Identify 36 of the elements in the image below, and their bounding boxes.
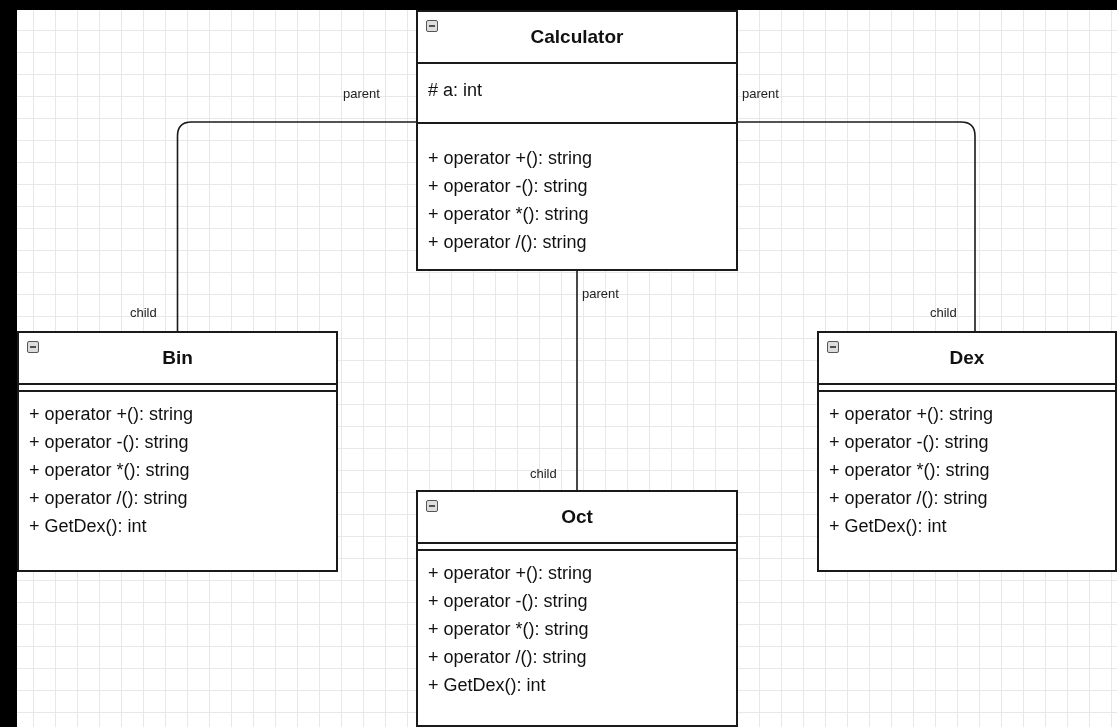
role-label: parent	[582, 286, 619, 301]
role-label: parent	[343, 86, 380, 101]
class-box	[416, 10, 738, 271]
method-text: + operator *(): string	[28, 459, 191, 482]
method-text: + GetDex(): int	[427, 674, 547, 697]
association-line	[176, 121, 417, 332]
class-name: Dex	[948, 347, 986, 369]
class-box	[416, 490, 738, 727]
role-label: child	[530, 466, 557, 481]
method-text: + operator +(): string	[828, 403, 995, 426]
method-text: + operator +(): string	[427, 147, 594, 170]
class-name: Bin	[161, 347, 194, 369]
method-text: + operator /(): string	[427, 646, 588, 669]
class-box	[17, 331, 338, 572]
method-text: + operator +(): string	[427, 562, 594, 585]
method-text: + operator *(): string	[427, 203, 590, 226]
class-name: Oct	[560, 506, 594, 528]
method-text: + operator /(): string	[28, 487, 189, 510]
attribute-text: # a: int	[427, 79, 484, 102]
association-line	[576, 270, 578, 491]
method-text: + GetDex(): int	[828, 515, 948, 538]
class-name: Calculator	[529, 26, 625, 48]
method-text: + GetDex(): int	[28, 515, 148, 538]
role-label: child	[930, 305, 957, 320]
method-text: + operator /(): string	[828, 487, 989, 510]
method-text: + operator -(): string	[427, 590, 589, 613]
method-text: + operator +(): string	[28, 403, 195, 426]
class-box	[817, 331, 1117, 572]
role-label: child	[130, 305, 157, 320]
method-text: + operator *(): string	[828, 459, 991, 482]
method-text: + operator /(): string	[427, 231, 588, 254]
role-label: parent	[742, 86, 779, 101]
method-text: + operator *(): string	[427, 618, 590, 641]
method-text: + operator -(): string	[828, 431, 990, 454]
method-text: + operator -(): string	[28, 431, 190, 454]
method-text: + operator -(): string	[427, 175, 589, 198]
